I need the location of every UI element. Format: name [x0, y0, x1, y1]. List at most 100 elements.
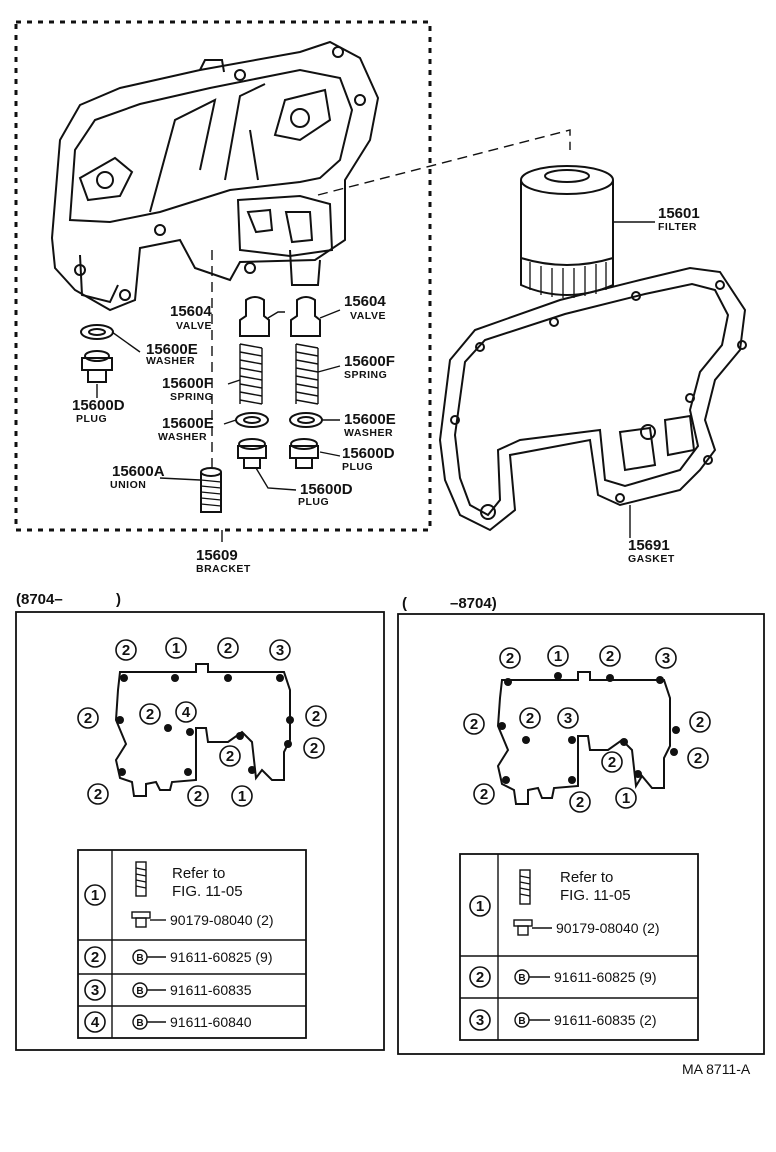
- left-bolt-dots: [116, 674, 294, 776]
- label-valve-right: 15604 VALVE: [344, 293, 386, 322]
- washer-mid-right-drawing: [289, 412, 323, 428]
- svg-text:FILTER: FILTER: [658, 221, 697, 233]
- right-panel-frame: [397, 613, 765, 1055]
- svg-text:90179-08040 (2): 90179-08040 (2): [170, 912, 274, 928]
- svg-text:91611-60835: 91611-60835: [170, 982, 252, 998]
- svg-text:90179-08040 (2): 90179-08040 (2): [556, 920, 660, 936]
- svg-text:VALVE: VALVE: [350, 310, 386, 322]
- svg-text:2: 2: [312, 708, 320, 725]
- plug-left-drawing: [81, 350, 113, 383]
- washer-left-drawing: [80, 324, 114, 340]
- bolt-b-icon: B: [132, 982, 166, 998]
- svg-text:91611-60835 (2): 91611-60835 (2): [554, 1012, 656, 1028]
- label-plug-bottom: 15600D PLUG: [298, 481, 353, 508]
- svg-text:91611-60840: 91611-60840: [170, 1014, 252, 1030]
- svg-text:15609: 15609: [196, 547, 238, 564]
- bolt-b-icon: B: [514, 1012, 550, 1028]
- nut-icon: [513, 919, 533, 936]
- label-spring-right: 15600F SPRING: [344, 353, 395, 381]
- plug-mid-left-drawing: [237, 438, 267, 469]
- svg-text:3: 3: [91, 982, 99, 999]
- left-callout-circles: [77, 637, 327, 807]
- svg-text:FIG. 11-05: FIG. 11-05: [172, 883, 243, 900]
- label-plug-left: 15600D PLUG: [72, 397, 125, 425]
- svg-text:B: B: [136, 1018, 143, 1029]
- svg-text:WASHER: WASHER: [146, 355, 195, 367]
- svg-text:2: 2: [506, 650, 514, 667]
- svg-text:15604: 15604: [170, 303, 212, 320]
- bolt-b-icon: B: [132, 1014, 166, 1030]
- label-gasket: 15691 GASKET: [628, 537, 674, 565]
- svg-text:): ): [116, 591, 121, 608]
- label-washer-top: 15600E WASHER: [146, 341, 198, 367]
- svg-text:–8704): –8704): [450, 595, 497, 612]
- svg-text:B: B: [136, 986, 143, 997]
- svg-text:15600A: 15600A: [112, 463, 165, 480]
- svg-text:15600E: 15600E: [344, 411, 396, 428]
- svg-text:15600D: 15600D: [300, 481, 353, 498]
- svg-text:PLUG: PLUG: [298, 496, 329, 508]
- svg-text:(: (: [402, 595, 407, 612]
- svg-text:1: 1: [554, 648, 562, 665]
- spring-right-drawing: [295, 343, 319, 405]
- plug-mid-right-drawing: [289, 438, 319, 469]
- svg-text:VALVE: VALVE: [176, 320, 212, 332]
- svg-text:15600F: 15600F: [344, 353, 395, 370]
- svg-text:1: 1: [476, 898, 484, 915]
- svg-text:15600D: 15600D: [72, 397, 125, 414]
- label-spring-left: 15600F SPRING: [162, 375, 213, 403]
- svg-text:FIG. 11-05: FIG. 11-05: [560, 887, 631, 904]
- leader-lines: [96, 221, 655, 538]
- svg-text:WASHER: WASHER: [158, 431, 207, 443]
- svg-text:Refer to: Refer to: [560, 869, 613, 886]
- svg-text:2: 2: [694, 750, 702, 767]
- svg-text:2: 2: [576, 794, 584, 811]
- svg-text:15600D: 15600D: [342, 445, 395, 462]
- stud-bolt-icon: [135, 861, 147, 897]
- svg-text:2: 2: [606, 648, 614, 665]
- right-panel-header: ( –8704): [402, 595, 497, 612]
- svg-text:3: 3: [564, 710, 572, 727]
- left-bolt-table: 1 2 3 4 Refer to FIG. 11-05 90179-08040 …: [77, 849, 307, 1039]
- svg-text:3: 3: [662, 650, 670, 667]
- svg-text:15691: 15691: [628, 537, 670, 554]
- svg-text:B: B: [518, 1016, 525, 1027]
- svg-text:91611-60825 (9): 91611-60825 (9): [554, 969, 656, 985]
- svg-text:2: 2: [226, 748, 234, 765]
- right-callout-circles: [463, 645, 711, 813]
- spring-left-drawing: [239, 343, 263, 405]
- svg-text:15600E: 15600E: [162, 415, 214, 432]
- svg-text:BRACKET: BRACKET: [196, 563, 251, 575]
- right-callout-numbers: 2 1 2 3 2 2 3 2 2 2 2 2 1: [470, 648, 704, 811]
- svg-text:2: 2: [194, 788, 202, 805]
- svg-text:2: 2: [476, 969, 484, 986]
- union-drawing: [200, 467, 222, 513]
- svg-text:PLUG: PLUG: [76, 413, 107, 425]
- svg-text:2: 2: [91, 949, 99, 966]
- left-callout-numbers: 2 1 2 3 2 2 4 2 2 2 2 2 1: [84, 640, 320, 805]
- svg-text:15604: 15604: [344, 293, 386, 310]
- svg-text:B: B: [136, 953, 143, 964]
- svg-text:2: 2: [224, 640, 232, 657]
- valve-right-drawing: [290, 296, 321, 337]
- left-gasket-outline: [114, 663, 291, 797]
- svg-text:UNION: UNION: [110, 479, 146, 491]
- label-washer-mid-left: 15600E WASHER: [158, 415, 214, 443]
- label-union: 15600A UNION: [110, 463, 165, 491]
- svg-text:3: 3: [476, 1012, 484, 1029]
- svg-text:1: 1: [91, 887, 99, 904]
- svg-text:4: 4: [182, 704, 191, 721]
- valve-left-drawing: [239, 296, 270, 337]
- gasket-drawing: [438, 266, 747, 532]
- svg-text:3: 3: [276, 642, 284, 659]
- label-valve-left: 15604 VALVE: [170, 303, 212, 332]
- svg-text:(8704–: (8704–: [16, 591, 63, 608]
- washer-mid-left-drawing: [235, 412, 269, 428]
- svg-text:2: 2: [526, 710, 534, 727]
- left-panel-header: (8704– ): [16, 591, 121, 608]
- svg-text:SPRING: SPRING: [344, 369, 387, 381]
- nut-icon: [131, 911, 151, 928]
- bolt-b-icon: B: [514, 969, 550, 985]
- svg-text:2: 2: [696, 714, 704, 731]
